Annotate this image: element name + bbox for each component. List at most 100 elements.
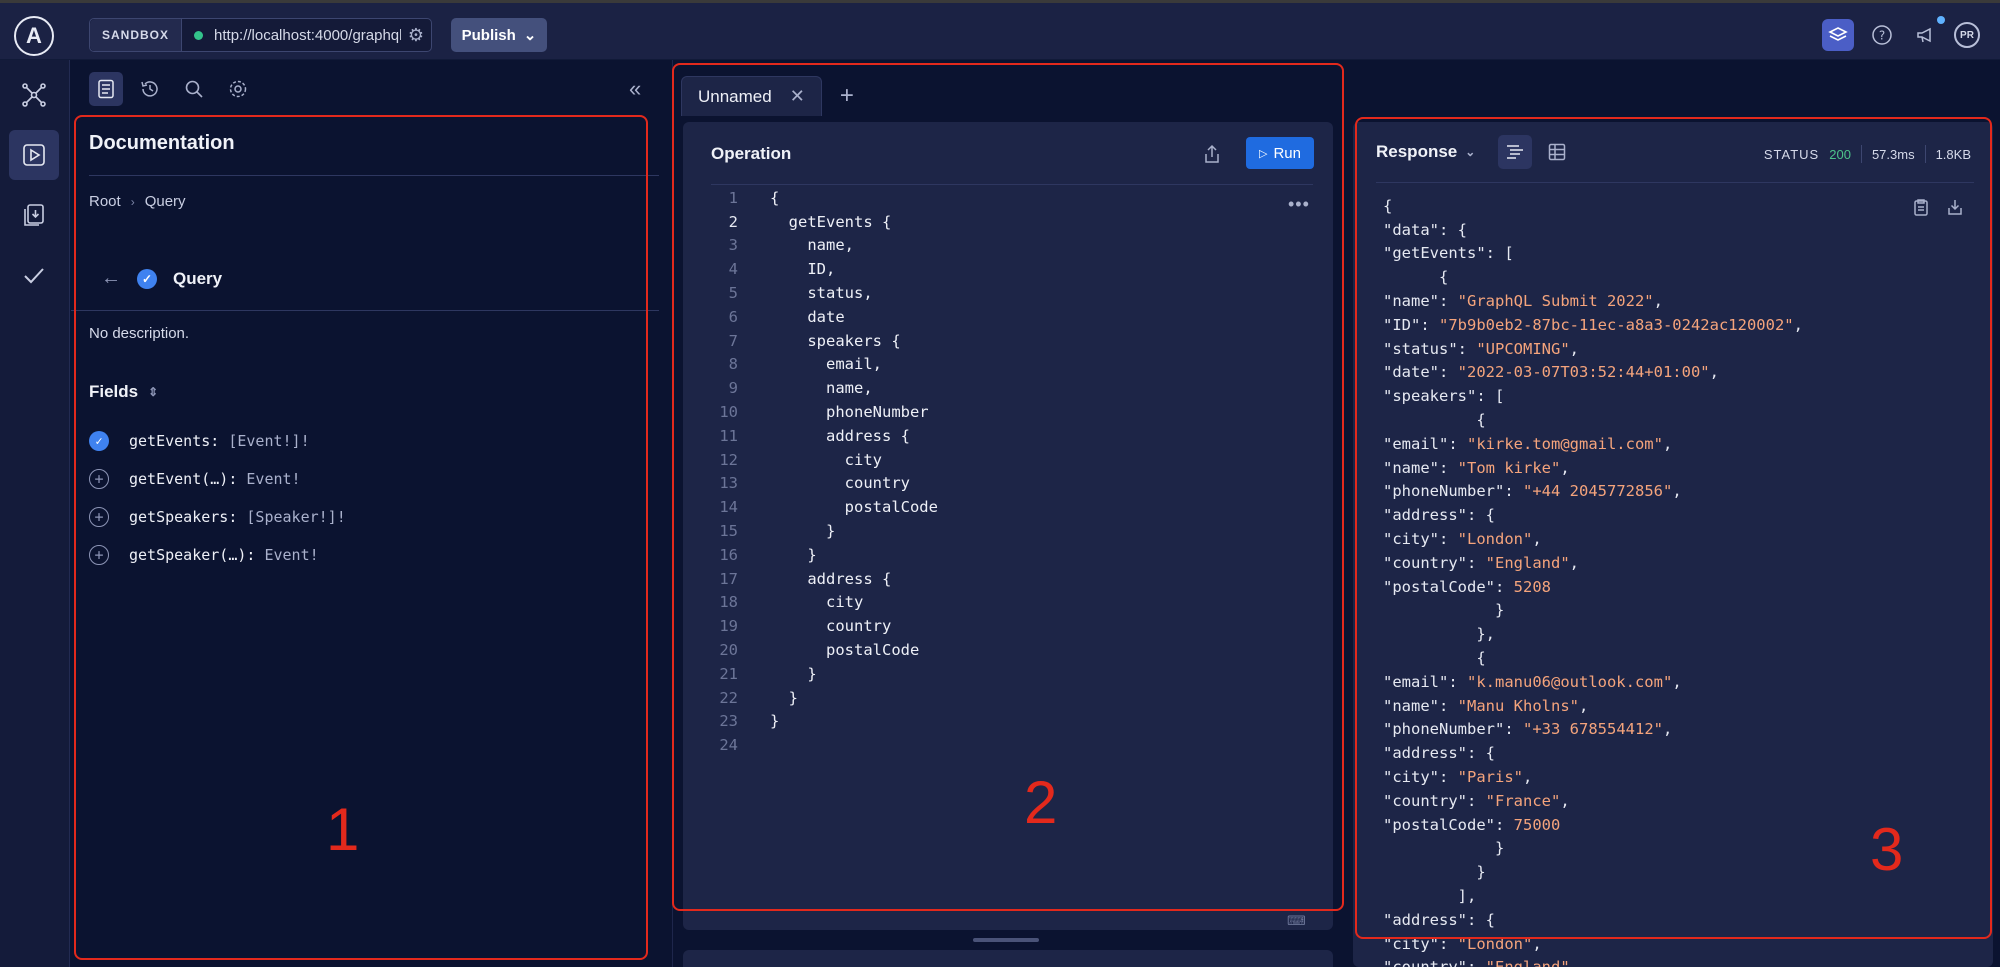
json-view-icon[interactable] xyxy=(1498,135,1532,169)
line-number: 8 xyxy=(728,355,738,374)
code-text[interactable]: } xyxy=(770,664,817,683)
history-icon[interactable] xyxy=(133,72,167,106)
code-text[interactable]: city xyxy=(770,593,864,612)
code-text[interactable]: postalCode xyxy=(770,641,920,660)
resize-handle[interactable] xyxy=(973,938,1039,942)
code-text[interactable]: ID, xyxy=(770,260,836,279)
collapse-panel-icon[interactable]: « xyxy=(629,76,642,101)
code-text[interactable]: address { xyxy=(770,426,910,445)
code-line[interactable]: 4 ID, xyxy=(703,257,938,281)
code-text[interactable]: email, xyxy=(770,355,882,374)
endpoint-url-input[interactable]: http://localhost:4000/graphql xyxy=(214,26,401,44)
code-line[interactable]: 12 city xyxy=(703,448,938,472)
download-icon[interactable] xyxy=(1947,198,1963,221)
code-line[interactable]: 6 date xyxy=(703,305,938,329)
add-field-plus-icon[interactable]: + xyxy=(89,545,109,565)
code-line[interactable]: 11 address { xyxy=(703,424,938,448)
code-text[interactable]: } xyxy=(770,522,836,541)
code-line[interactable]: 16 } xyxy=(703,543,938,567)
code-text[interactable]: speakers { xyxy=(770,331,901,350)
code-text[interactable]: } xyxy=(770,545,817,564)
user-avatar[interactable]: PR xyxy=(1954,22,1980,48)
schema-download-icon[interactable] xyxy=(9,190,59,240)
field-type[interactable]: [Event!]! xyxy=(228,432,310,450)
code-line[interactable]: 1{ xyxy=(703,186,938,210)
field-selected-check-icon[interactable]: ✓ xyxy=(89,431,109,451)
code-text[interactable]: status, xyxy=(770,284,873,303)
field-row[interactable]: ✓ getEvents: [Event!]! xyxy=(89,422,346,460)
run-button[interactable]: ▷ Run xyxy=(1246,137,1314,169)
line-number: 5 xyxy=(728,284,738,303)
apollo-logo-icon[interactable]: A xyxy=(14,16,54,56)
keyboard-shortcuts-icon[interactable]: ⌨ xyxy=(1287,913,1306,928)
code-text[interactable]: getEvents { xyxy=(770,212,892,231)
share-icon[interactable] xyxy=(1203,144,1221,169)
code-line[interactable]: 24 xyxy=(703,733,938,757)
graph-icon[interactable] xyxy=(9,70,59,120)
code-line[interactable]: 19 country xyxy=(703,614,938,638)
connection-settings-gear-icon[interactable]: ⚙ xyxy=(407,24,425,45)
code-line[interactable]: 21 } xyxy=(703,662,938,686)
field-row[interactable]: + getEvent(…): Event! xyxy=(89,460,346,498)
copy-icon[interactable] xyxy=(1913,198,1929,221)
code-line[interactable]: 5 status, xyxy=(703,281,938,305)
code-text[interactable]: phoneNumber xyxy=(770,403,929,422)
layers-icon[interactable] xyxy=(1822,19,1854,51)
help-icon[interactable]: ? xyxy=(1866,19,1898,51)
code-line[interactable]: 22 } xyxy=(703,686,938,710)
code-line[interactable]: 2 getEvents { xyxy=(703,210,938,234)
code-text[interactable]: country xyxy=(770,617,892,636)
play-icon[interactable] xyxy=(9,130,59,180)
announcements-megaphone-icon[interactable] xyxy=(1910,16,1945,51)
sort-toggle-icon[interactable]: ⇕ xyxy=(148,385,159,399)
documentation-icon[interactable] xyxy=(89,72,123,106)
add-tab-plus-icon[interactable]: + xyxy=(839,82,854,109)
variables-panel-collapsed[interactable] xyxy=(683,950,1333,967)
field-row[interactable]: + getSpeakers: [Speaker!]! xyxy=(89,498,346,536)
code-text[interactable]: date xyxy=(770,307,845,326)
field-row[interactable]: + getSpeaker(…): Event! xyxy=(89,536,346,574)
code-line[interactable]: 20 postalCode xyxy=(703,638,938,662)
divider xyxy=(71,310,659,311)
code-line[interactable]: 14 postalCode xyxy=(703,495,938,519)
code-line[interactable]: 8 email, xyxy=(703,353,938,377)
code-text[interactable]: city xyxy=(770,450,882,469)
settings-icon[interactable] xyxy=(221,72,255,106)
table-view-icon[interactable] xyxy=(1540,135,1574,169)
code-text[interactable]: country xyxy=(770,474,910,493)
code-text[interactable]: { xyxy=(770,188,780,207)
more-options-icon[interactable]: ••• xyxy=(1288,194,1310,214)
code-text[interactable]: name, xyxy=(770,379,873,398)
code-text[interactable]: } xyxy=(770,712,780,731)
tab-unnamed[interactable]: Unnamed ✕ xyxy=(681,76,822,116)
code-line[interactable]: 23} xyxy=(703,710,938,734)
response-dropdown[interactable]: Response ⌄ xyxy=(1376,142,1475,162)
operation-code-editor[interactable]: 1{2 getEvents {3 name,4 ID,5 status,6 da… xyxy=(703,186,938,757)
add-field-plus-icon[interactable]: + xyxy=(89,469,109,489)
code-line[interactable]: 18 city xyxy=(703,591,938,615)
line-number: 2 xyxy=(728,212,738,231)
breadcrumb-root[interactable]: Root xyxy=(89,193,121,210)
search-icon[interactable] xyxy=(177,72,211,106)
code-text[interactable]: postalCode xyxy=(770,498,938,517)
code-line[interactable]: 7 speakers { xyxy=(703,329,938,353)
code-line[interactable]: 10 phoneNumber xyxy=(703,400,938,424)
selected-check-icon[interactable]: ✓ xyxy=(137,268,157,289)
code-line[interactable]: 9 name, xyxy=(703,376,938,400)
checkmark-icon[interactable] xyxy=(9,250,59,300)
field-type[interactable]: Event! xyxy=(264,546,319,564)
endpoint-url-box[interactable]: SANDBOX http://localhost:4000/graphql ⚙ xyxy=(89,18,432,52)
back-arrow-icon[interactable]: ← xyxy=(101,267,121,289)
code-line[interactable]: 13 country xyxy=(703,472,938,496)
code-text[interactable]: name, xyxy=(770,236,854,255)
code-line[interactable]: 3 name, xyxy=(703,234,938,258)
add-field-plus-icon[interactable]: + xyxy=(89,507,109,527)
publish-button[interactable]: Publish ⌄ xyxy=(451,18,547,52)
close-icon[interactable]: ✕ xyxy=(789,86,805,106)
code-line[interactable]: 17 address { xyxy=(703,567,938,591)
field-type[interactable]: [Speaker!]! xyxy=(246,508,346,526)
code-line[interactable]: 15 } xyxy=(703,519,938,543)
field-type[interactable]: Event! xyxy=(246,470,301,488)
code-text[interactable]: } xyxy=(770,688,798,707)
code-text[interactable]: address { xyxy=(770,569,892,588)
